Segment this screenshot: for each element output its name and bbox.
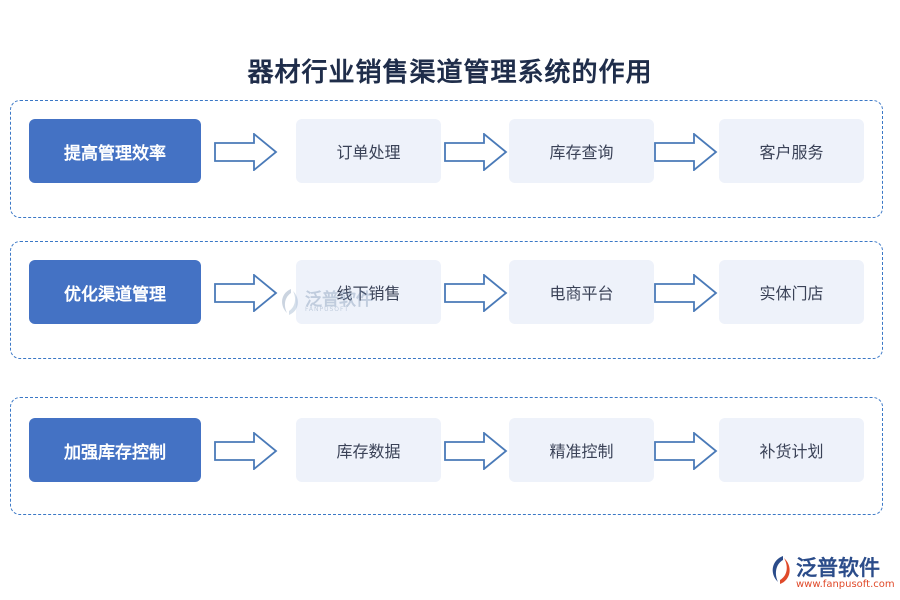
diagram-title: 器材行业销售渠道管理系统的作用: [247, 58, 653, 88]
main-box: 加强库存控制: [29, 418, 201, 482]
main-box: 提高管理效率: [29, 119, 201, 183]
arrow-icon: [444, 432, 508, 470]
item-box: 客户服务: [719, 119, 864, 183]
arrow-icon: [214, 274, 278, 312]
logo-text: 泛普软件: [796, 556, 880, 580]
item-box: 实体门店: [719, 260, 864, 324]
arrow-icon: [654, 133, 718, 171]
item-box: 补货计划: [719, 418, 864, 482]
item-box: 线下销售: [296, 260, 441, 324]
row-inventory: 加强库存控制 库存数据 精准控制 补货计划: [10, 397, 883, 515]
arrow-icon: [654, 274, 718, 312]
item-box: 订单处理: [296, 119, 441, 183]
arrow-icon: [214, 133, 278, 171]
arrow-icon: [214, 432, 278, 470]
logo-url: www.fanpusoft.com: [796, 579, 895, 590]
row-efficiency: 提高管理效率 订单处理 库存查询 客户服务: [10, 100, 883, 218]
fanpu-logo-icon: [772, 556, 790, 584]
arrow-icon: [654, 432, 718, 470]
item-box: 电商平台: [509, 260, 654, 324]
row-channel: 优化渠道管理 线下销售 电商平台 实体门店: [10, 241, 883, 359]
main-box: 优化渠道管理: [29, 260, 201, 324]
item-box: 精准控制: [509, 418, 654, 482]
item-box: 库存查询: [509, 119, 654, 183]
brand-logo: 泛普软件 www.fanpusoft.com: [768, 552, 895, 594]
arrow-icon: [444, 133, 508, 171]
arrow-icon: [444, 274, 508, 312]
item-box: 库存数据: [296, 418, 441, 482]
